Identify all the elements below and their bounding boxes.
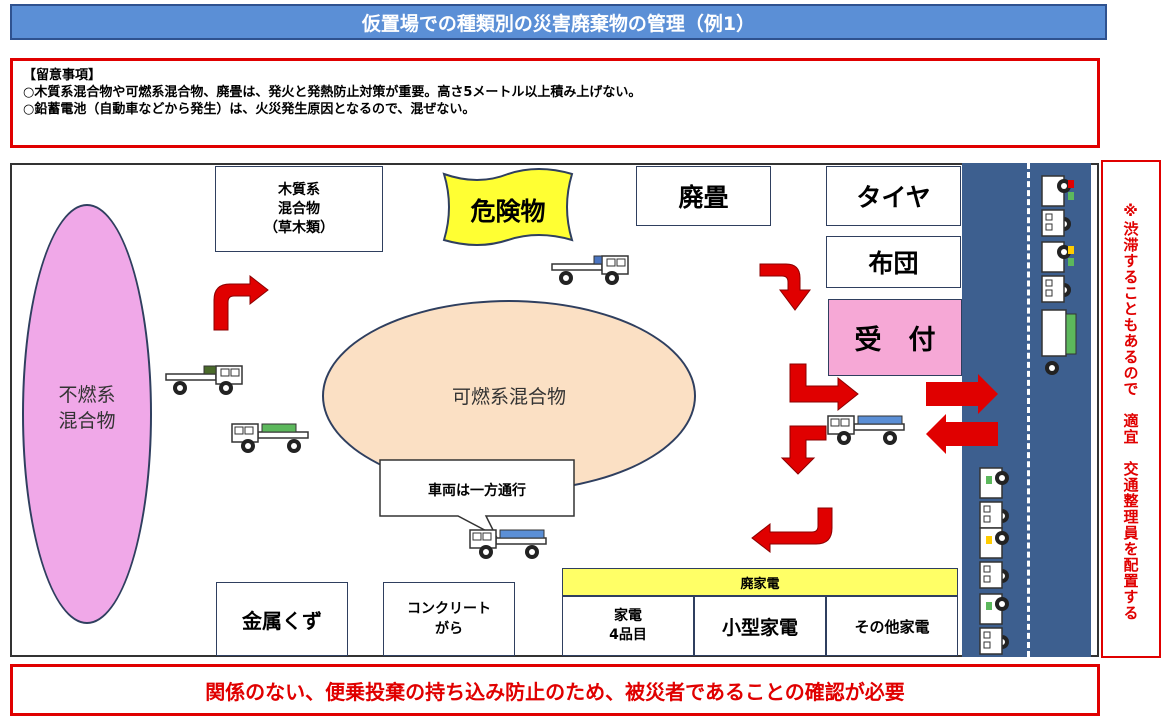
hazard-area (442, 168, 574, 246)
metal-area: 金属くず (216, 582, 348, 656)
concrete-area: コンクリート がら (383, 582, 515, 656)
noncombustible-area (22, 204, 152, 624)
other-appliance-area: その他家電 (826, 596, 958, 656)
arrow-down-left (751, 507, 833, 554)
small-appliance-area: 小型家電 (694, 596, 826, 656)
page-title: 仮置場での種類別の災害廃棄物の管理（例1） (10, 4, 1107, 40)
arrow-to-reception (759, 263, 811, 311)
notes-line-2: ○鉛蓄電池（自動車などから発生）は、火災発生原因となるので、混ぜない。 (23, 102, 476, 117)
truck-bottom (469, 529, 547, 560)
noncombustible-label: 不燃系 混合物 (58, 384, 116, 432)
arrow-to-exit (789, 363, 859, 412)
tire-area: タイヤ (826, 166, 961, 226)
wood-area: 木質系 混合物 （草木類） (215, 166, 383, 252)
truck-left-lower (231, 423, 309, 454)
arrow-up-right (213, 274, 269, 331)
road-truck-6 (979, 593, 1010, 655)
road-truck-2 (1041, 241, 1074, 303)
truck-center (827, 415, 905, 446)
hazard-label: 危険物 (470, 197, 546, 226)
futon-area: 布団 (826, 236, 961, 288)
road-truck-3 (1041, 309, 1077, 375)
notes-box: 【留意事項】 ○木質系混合物や可燃系混合物、廃畳は、発火と発熱防止対策が重要。高… (10, 58, 1100, 148)
one-way-label: 車両は一方通行 (428, 483, 526, 499)
combustible-label: 可燃系混合物 (451, 386, 566, 408)
site-layout (10, 163, 1099, 657)
tatami-area: 廃畳 (636, 166, 771, 226)
reception-area: 受 付 (828, 299, 962, 376)
road-truck-5 (979, 527, 1010, 589)
truck-left (165, 365, 243, 396)
exit-arrow (926, 374, 998, 414)
traffic-note: ※渋滞することもあるので 適宜 交通整理員を配置する (1101, 160, 1161, 658)
one-way-callout (379, 459, 575, 538)
truck-top (551, 255, 629, 286)
entrance-arrow (926, 414, 998, 454)
notes-line-1: ○木質系混合物や可燃系混合物、廃畳は、発火と発熱防止対策が重要。高さ5メートル以… (23, 85, 642, 100)
road-truck-4 (979, 467, 1010, 529)
bottom-note: 関係のない、便乗投棄の持ち込み防止のため、被災者であることの確認が必要 (10, 664, 1100, 716)
appliance-4-area: 家電 4品目 (562, 596, 694, 656)
road-truck-1 (1041, 175, 1074, 237)
notes-heading: 【留意事項】 (23, 68, 102, 83)
road-divider (1027, 163, 1030, 657)
arrow-down-from-entrance (780, 425, 827, 475)
appliance-header: 廃家電 (562, 568, 958, 596)
